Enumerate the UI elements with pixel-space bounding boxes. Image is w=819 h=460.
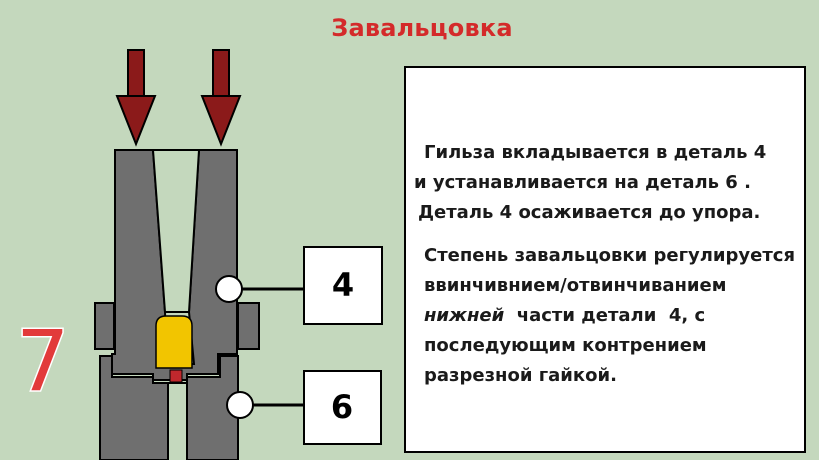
description-line: разрезной гайкой. bbox=[424, 365, 617, 386]
cartridge-case bbox=[155, 315, 193, 383]
callout-part-6: 6 bbox=[226, 370, 382, 445]
description-paragraph-1: Гильза вкладывается в деталь 4 и устанав… bbox=[414, 138, 766, 228]
pressing-arrow-left bbox=[115, 49, 157, 147]
callout-4-label: 4 bbox=[332, 266, 354, 304]
description-paragraph-2: Степень завальцовки регулируется ввинчив… bbox=[424, 241, 795, 391]
description-line: ввинчивнием/отвинчиванием bbox=[424, 275, 727, 296]
page-title: Завальцовка bbox=[331, 14, 513, 42]
emphasis-text: нижней bbox=[424, 305, 505, 326]
description-text: части детали 4, с bbox=[504, 305, 706, 326]
description-line: Степень завальцовки регулируется bbox=[424, 245, 795, 266]
primer bbox=[169, 369, 183, 383]
description-line: Деталь 4 осаживается до упора. bbox=[418, 202, 761, 223]
description-line: и устанавливается на деталь 6 . bbox=[414, 172, 751, 193]
description-line: Гильза вкладывается в деталь 4 bbox=[424, 142, 767, 163]
callout-part-4: 4 bbox=[215, 246, 383, 325]
step-number: 7 bbox=[16, 312, 69, 410]
description-panel: Гильза вкладывается в деталь 4 и устанав… bbox=[404, 66, 806, 453]
callout-6-label: 6 bbox=[331, 388, 353, 426]
description-line: последующим контрением bbox=[424, 335, 707, 356]
pressing-arrow-right bbox=[200, 49, 242, 147]
description-line: нижней части детали 4, с bbox=[424, 301, 795, 331]
